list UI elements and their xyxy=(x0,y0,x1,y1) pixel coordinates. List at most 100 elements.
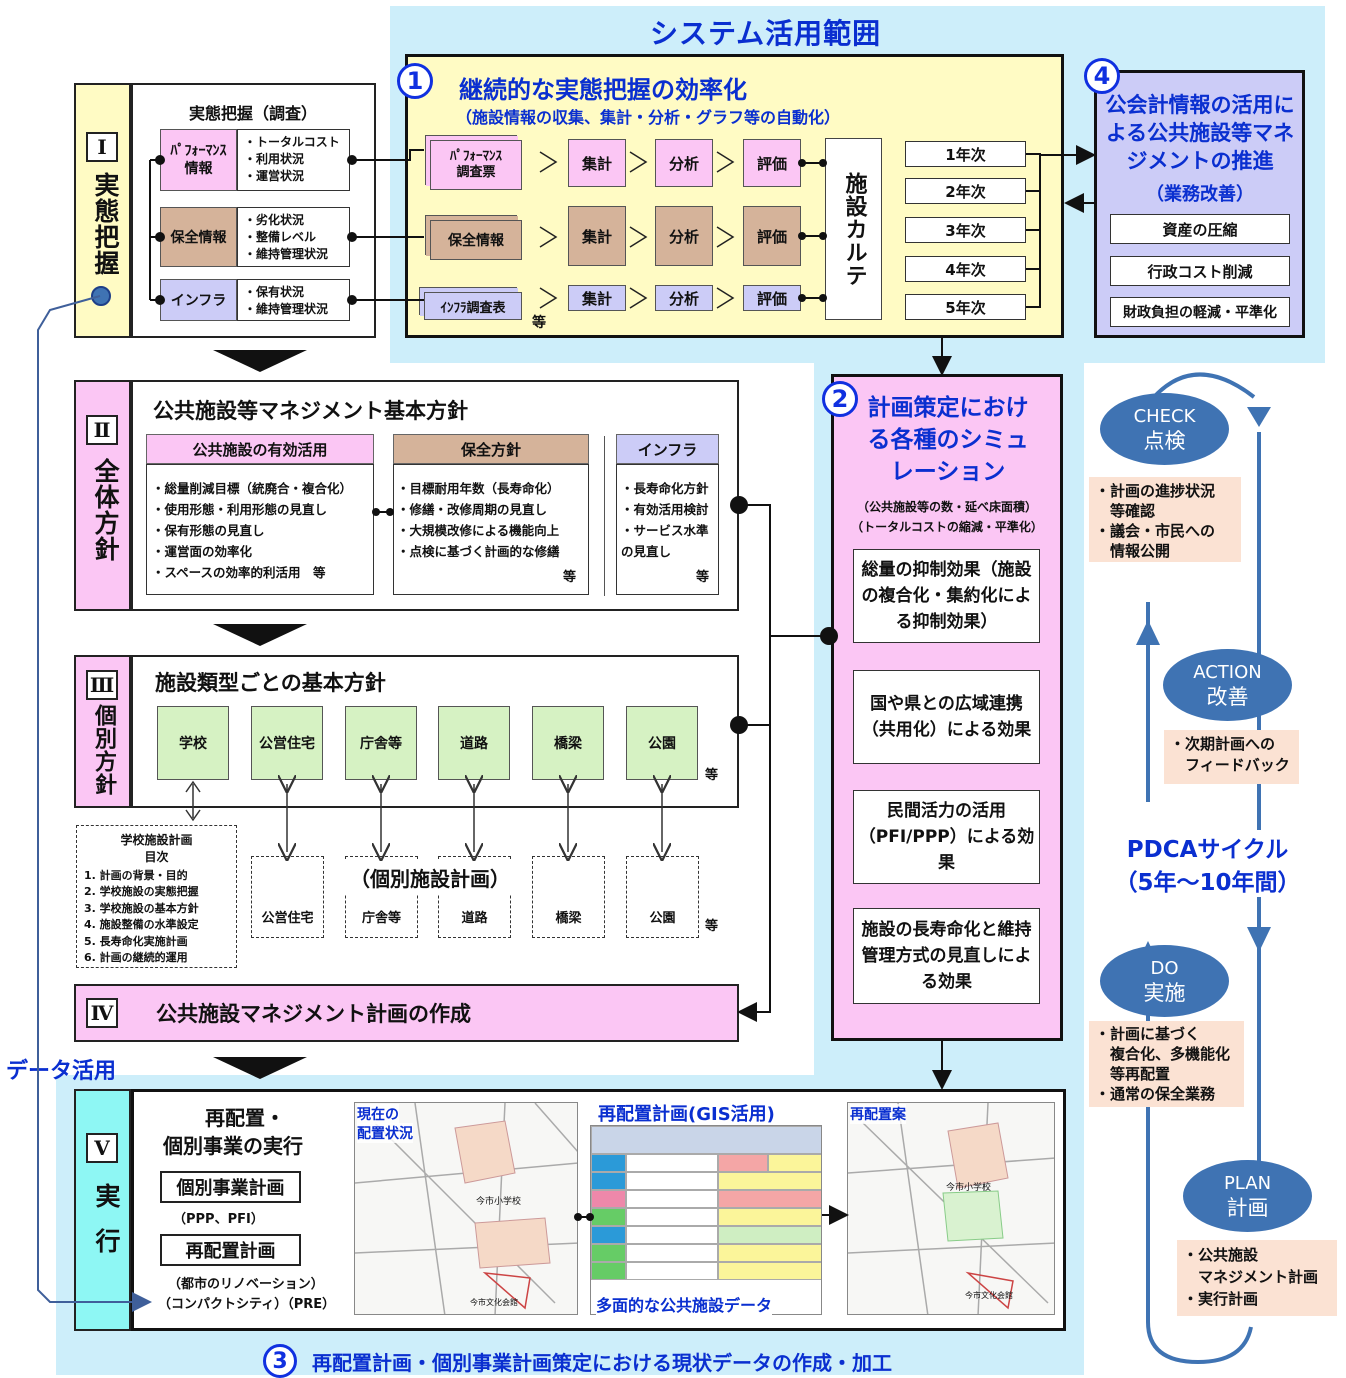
pdca-action-en: ACTION xyxy=(1193,662,1262,683)
survey-infra-label: インフラ xyxy=(160,279,237,321)
gis-row-5 xyxy=(591,1226,626,1244)
s4-item-asset-reduction: 資産の圧縮 xyxy=(1110,214,1290,244)
gis-row-1 xyxy=(591,1154,626,1172)
individual-project-plan: 個別事業計画 xyxy=(160,1171,301,1203)
row3-analyze: 分析 xyxy=(655,285,713,311)
proposal-map-hall: 今市文化会館 xyxy=(965,1291,1013,1300)
individual-plan-label: （個別施設計画） xyxy=(340,860,520,894)
gis-row-1-red xyxy=(718,1154,768,1172)
section3-title: 再配置計画・個別事業計画策定における現状データの作成・加工 xyxy=(312,1351,892,1375)
school-plan-item-1: 1. 計画の背景・目的 xyxy=(84,869,188,882)
gis-row-5-data xyxy=(626,1226,718,1244)
row1-analyze: 分析 xyxy=(655,139,713,187)
plan-park: 公園 xyxy=(626,856,699,938)
gis-data-table xyxy=(590,1125,822,1315)
year-2: 2年次 xyxy=(905,178,1026,204)
policy-infra-box xyxy=(616,464,719,595)
doc-performance-survey: ﾊﾟﾌｫｰﾏﾝｽ 調査票 xyxy=(430,140,522,190)
year-3: 3年次 xyxy=(905,217,1026,243)
execution-heading-1: 再配置・ xyxy=(205,1106,285,1130)
school-plan-toc-label: 目次 xyxy=(144,850,169,864)
section1-number: 1 xyxy=(397,63,433,99)
section4-note: （業務改善） xyxy=(1146,184,1254,205)
school-plan-title: 学校施設計画 xyxy=(120,833,193,847)
section1-title: 継続的な実態把握の効率化 xyxy=(459,76,747,104)
doc-maintenance: 保全情報 xyxy=(430,220,522,260)
row1-aggregate: 集計 xyxy=(568,139,626,187)
stage-II-number: Ⅱ xyxy=(86,415,118,445)
policy-infra-text: ・長寿命化方針 ・有効活用検討 ・サービス水準 の見直し xyxy=(621,481,709,559)
survey-performance-label: ﾊﾟﾌｫｰﾏﾝｽ 情報 xyxy=(160,129,237,191)
pdca-plan-note: ・公共施設 マネジメント計画 ・実行計画 xyxy=(1177,1240,1337,1316)
type-etc: 等 xyxy=(705,768,719,783)
gis-row-6-data xyxy=(626,1244,718,1262)
policy-maintenance-text: ・目標耐用年数（長寿命化） ・修繕・改修周期の見直し ・大規模改修による機能向上… xyxy=(397,481,560,559)
plan-bridge: 橋梁 xyxy=(532,856,605,938)
school-plan-item-5: 5. 長寿命化実施計画 xyxy=(84,935,188,948)
gis-row-3 xyxy=(591,1190,626,1208)
gis-row-2 xyxy=(591,1172,626,1190)
stage-III-label: 個別方針 xyxy=(91,704,116,796)
type-policy-title: 施設類型ごとの基本方針 xyxy=(155,671,386,695)
type-school: 学校 xyxy=(157,706,229,780)
facility-karte-label: 施設カルテ xyxy=(841,171,867,287)
current-layout-label-1: 現在の xyxy=(357,1104,399,1124)
year-1: 1年次 xyxy=(905,141,1026,167)
pdca-do-ja: 実施 xyxy=(1143,981,1186,1005)
type-park: 公園 xyxy=(626,706,698,780)
row2-analyze: 分析 xyxy=(655,206,713,266)
section4-panel xyxy=(1094,70,1305,338)
section2-note-2: （トータルコストの縮減・平準化） xyxy=(851,520,1043,534)
row2-evaluate: 評価 xyxy=(743,206,801,266)
relocation-note-1: （都市のリノベーション） xyxy=(168,1277,324,1292)
current-map-school: 今市小学校 xyxy=(476,1197,522,1207)
gis-row-1-data xyxy=(626,1154,718,1172)
stage-I-circle xyxy=(91,286,111,306)
stage-III-number: Ⅲ xyxy=(86,670,118,700)
gis-row-7 xyxy=(591,1262,626,1280)
pdca-plan: PLAN 計画 xyxy=(1183,1160,1312,1232)
school-plan-item-4: 4. 施設整備の水準設定 xyxy=(84,918,199,931)
current-map-hall: 今市文化会館 xyxy=(470,1298,518,1307)
gis-row-4-yellow xyxy=(718,1208,821,1226)
effect-longevity: 施設の長寿命化と維持管理方式の見直しによる効果 xyxy=(853,908,1040,1004)
pdca-title-2: （5年～10年間） xyxy=(1105,863,1310,897)
gis-row-3-red xyxy=(718,1190,821,1208)
type-road: 道路 xyxy=(438,706,510,780)
gis-row-4-data xyxy=(626,1208,718,1226)
pdca-plan-en: PLAN xyxy=(1223,1173,1272,1194)
gis-row-1-yellow xyxy=(768,1154,821,1172)
doc-infra-survey: ｲﾝﾌﾗ調査表 xyxy=(424,292,522,320)
facility-karte: 施設カルテ xyxy=(825,138,882,320)
policy-effective-use-head: 公共施設の有効活用 xyxy=(146,434,374,464)
year-5: 5年次 xyxy=(905,294,1026,320)
policy-maintenance-head: 保全方針 xyxy=(393,434,589,464)
policy-maintenance-box xyxy=(393,464,589,595)
gis-caption: 多面的な公共施設データ xyxy=(596,1292,773,1316)
execution-heading-2: 個別事業の実行 xyxy=(163,1134,303,1158)
current-map-drawing xyxy=(355,1103,577,1314)
policy-divider xyxy=(604,436,605,596)
policy-effective-use-text: ・総量削減目標（統廃合・複合化） ・使用形態・利用形態の見直し ・保有形態の見直… xyxy=(152,481,353,580)
pdca-do-en: DO xyxy=(1150,958,1179,979)
row3-aggregate: 集計 xyxy=(568,285,626,311)
pdca-check-ja: 点検 xyxy=(1143,429,1186,453)
gis-row-7-data xyxy=(626,1262,718,1280)
section1-etc: 等 xyxy=(532,315,546,331)
stage-V-label: 実行 xyxy=(92,1183,121,1273)
policy-maintenance-etc: 等 xyxy=(563,570,577,585)
pdca-action: ACTION 改善 xyxy=(1163,649,1292,721)
individual-project-note: （PPP、PFI） xyxy=(173,1212,264,1227)
current-layout-label-2: 配置状況 xyxy=(357,1123,413,1143)
gis-row-2-data xyxy=(626,1172,718,1190)
section2-number: 2 xyxy=(822,381,858,417)
section2-note-1: （公共施設等の数・延べ床面積） xyxy=(856,500,1037,514)
pdca-action-ja: 改善 xyxy=(1206,685,1249,709)
plan-public-housing: 公営住宅 xyxy=(251,856,324,938)
proposal-map-title: 再配置案 xyxy=(850,1104,906,1124)
s4-item-admin-cost: 行政コスト削減 xyxy=(1110,256,1290,286)
school-plan-item-6: 6. 計画の継続的運用 xyxy=(84,951,188,964)
survey-maintenance-items: ・劣化状況 ・整備レベル ・維持管理状況 xyxy=(237,207,350,267)
stage-IV-panel xyxy=(74,984,739,1042)
plans-etc: 等 xyxy=(705,919,719,934)
